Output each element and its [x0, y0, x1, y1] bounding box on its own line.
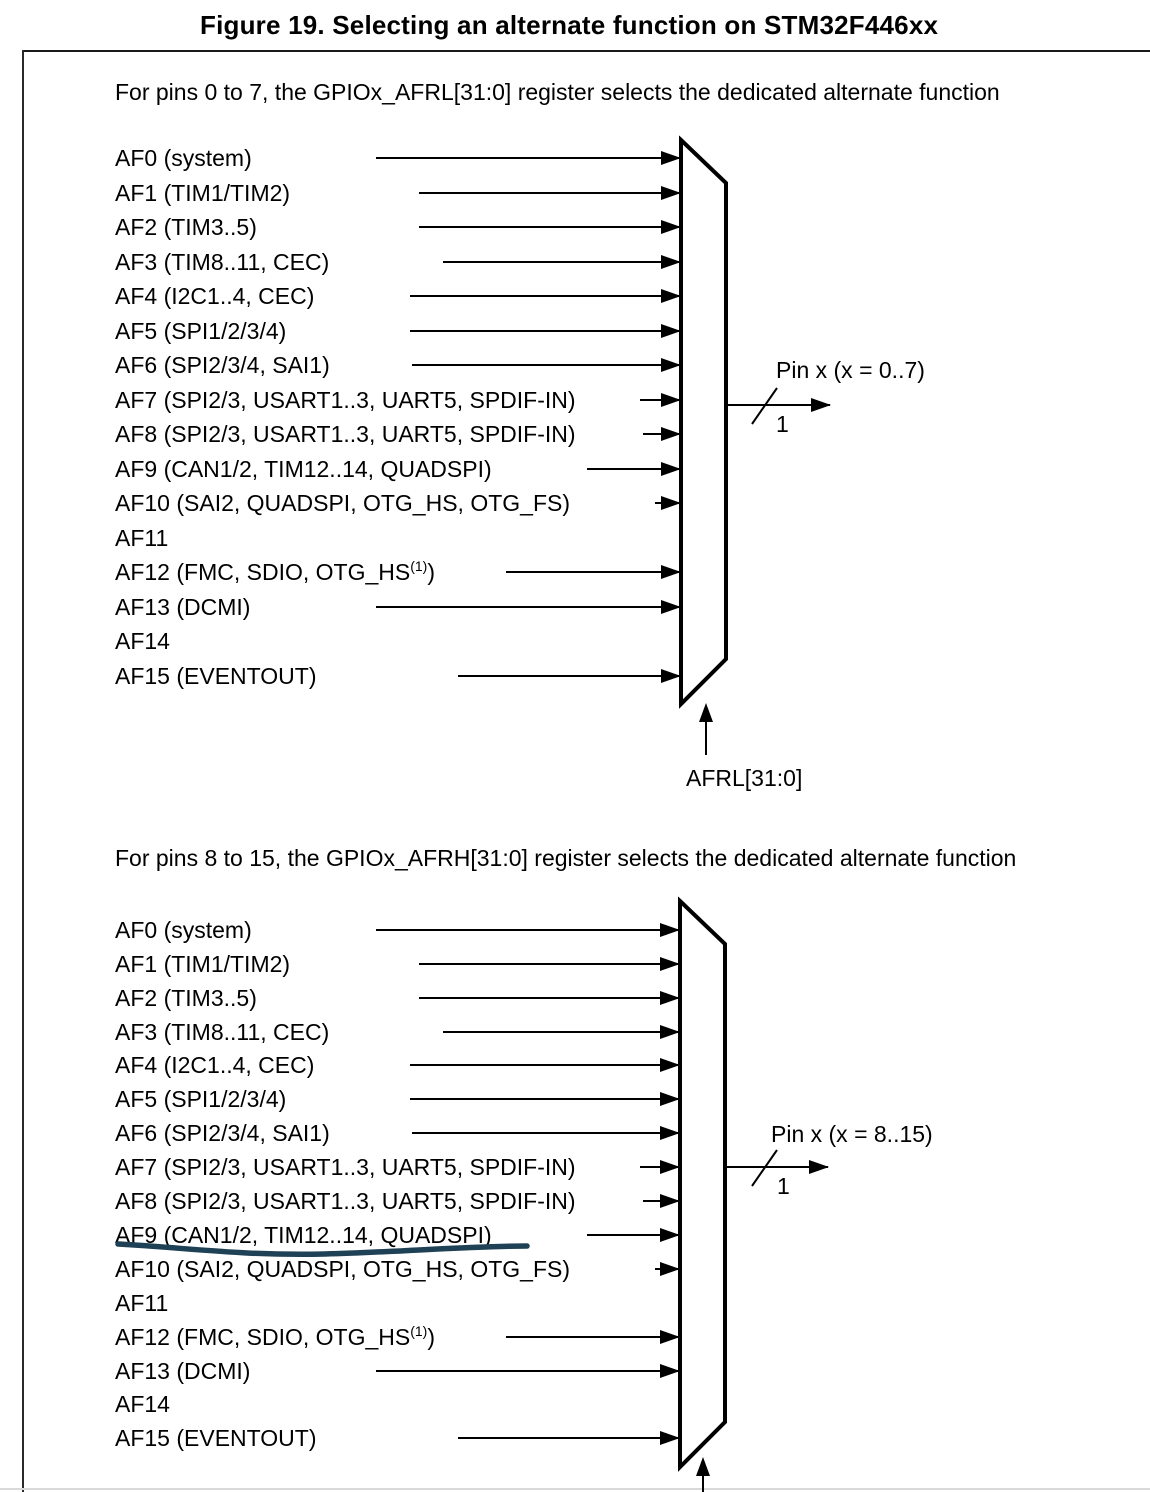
- af-label: AF9 (CAN1/2, TIM12..14, QUADSPI): [115, 456, 492, 482]
- af-label: AF12 (FMC, SDIO, OTG_HS: [115, 1324, 411, 1350]
- af-label: AF14: [115, 1391, 170, 1417]
- af-row: AF7 (SPI2/3, USART1..3, UART5, SPDIF-IN): [115, 385, 576, 415]
- af-label: AF3 (TIM8..11, CEC): [115, 1019, 330, 1045]
- af-label: AF5 (SPI1/2/3/4): [115, 318, 287, 344]
- af-label: ): [427, 1324, 436, 1350]
- mux-2: [678, 896, 727, 1472]
- af-label: AF12 (FMC, SDIO, OTG_HS: [115, 559, 411, 585]
- af-label: AF4 (I2C1..4, CEC): [115, 283, 315, 309]
- af12-footnote-superscript: (1): [410, 558, 428, 574]
- af-label: AF5 (SPI1/2/3/4): [115, 1086, 287, 1112]
- af-label: AF1 (TIM1/TIM2): [115, 180, 291, 206]
- af-label: AF7 (SPI2/3, USART1..3, UART5, SPDIF-IN): [115, 1154, 576, 1180]
- af-label: AF8 (SPI2/3, USART1..3, UART5, SPDIF-IN): [115, 421, 576, 447]
- af-row: AF8 (SPI2/3, USART1..3, UART5, SPDIF-IN): [115, 419, 576, 449]
- af-label: ): [427, 559, 436, 585]
- af-row: AF13 (DCMI): [115, 592, 250, 622]
- af-row: AF6 (SPI2/3/4, SAI1): [115, 1118, 330, 1148]
- af-label: AF4 (I2C1..4, CEC): [115, 1052, 315, 1078]
- select-arrow-1: [699, 703, 713, 755]
- af-label: AF10 (SAI2, QUADSPI, OTG_HS, OTG_FS): [115, 490, 570, 516]
- af-label: AF2 (TIM3..5): [115, 985, 257, 1011]
- af-label: AF9 (CAN1/2, TIM12..14, QUADSPI): [115, 1222, 492, 1248]
- af-label: AF11: [115, 525, 169, 551]
- af-row: AF12 (FMC, SDIO, OTG_HS(1)): [115, 1322, 435, 1352]
- af-row: AF2 (TIM3..5): [115, 983, 257, 1013]
- input-arrows-1: [376, 151, 681, 683]
- af-row: AF4 (I2C1..4, CEC): [115, 281, 314, 311]
- af-row: AF12 (FMC, SDIO, OTG_HS(1)): [115, 557, 435, 587]
- af-row: AF9 (CAN1/2, TIM12..14, QUADSPI): [115, 454, 492, 484]
- af-label: AF13 (DCMI): [115, 594, 251, 620]
- af-label: AF7 (SPI2/3, USART1..3, UART5, SPDIF-IN): [115, 387, 576, 413]
- af-label: AF15 (EVENTOUT): [115, 1425, 317, 1451]
- af-row: AF11: [115, 1288, 168, 1318]
- af-label: AF2 (TIM3..5): [115, 214, 257, 240]
- af-label: AF14: [115, 628, 170, 654]
- figure-title: Figure 19. Selecting an alternate functi…: [200, 10, 939, 40]
- select-arrow-2: [696, 1457, 710, 1492]
- af-row: AF10 (SAI2, QUADSPI, OTG_HS, OTG_FS): [115, 488, 570, 518]
- register-label-afrl: AFRL[31:0]: [686, 765, 803, 791]
- af-label: AF0 (system): [115, 145, 252, 171]
- af-row: AF14: [115, 1389, 170, 1419]
- af-row: AF14: [115, 626, 170, 656]
- af-row: AF9 (CAN1/2, TIM12..14, QUADSPI): [115, 1220, 492, 1250]
- af-row: AF2 (TIM3..5): [115, 212, 257, 242]
- af-row: AF0 (system): [115, 143, 252, 173]
- af-label: AF6 (SPI2/3/4, SAI1): [115, 352, 330, 378]
- af-row: AF6 (SPI2/3/4, SAI1): [115, 350, 330, 380]
- bus-width-label: 1: [777, 1173, 790, 1199]
- section2-intro: For pins 8 to 15, the GPIOx_AFRH[31:0] r…: [115, 845, 1017, 871]
- af-label: AF8 (SPI2/3, USART1..3, UART5, SPDIF-IN): [115, 1188, 576, 1214]
- af-row: AF3 (TIM8..11, CEC): [115, 1017, 329, 1047]
- af-label: AF13 (DCMI): [115, 1358, 251, 1384]
- af-label: AF0 (system): [115, 917, 252, 943]
- af-row: AF10 (SAI2, QUADSPI, OTG_HS, OTG_FS): [115, 1254, 570, 1284]
- af-label: AF3 (TIM8..11, CEC): [115, 249, 330, 275]
- af-row: AF1 (TIM1/TIM2): [115, 949, 290, 979]
- af-row: AF11: [115, 523, 168, 553]
- af-row: AF3 (TIM8..11, CEC): [115, 247, 329, 277]
- figure-box-bottom-edge: [0, 1488, 1150, 1490]
- figure-box-left-border: [22, 50, 24, 1492]
- bus-width-label: 1: [776, 411, 789, 437]
- af-label: AF6 (SPI2/3/4, SAI1): [115, 1120, 330, 1146]
- af-row: AF5 (SPI1/2/3/4): [115, 316, 286, 346]
- af-label: AF1 (TIM1/TIM2): [115, 951, 291, 977]
- af-row: AF4 (I2C1..4, CEC): [115, 1050, 314, 1080]
- mux-1: [679, 135, 728, 709]
- af-row: AF1 (TIM1/TIM2): [115, 178, 290, 208]
- af-label: AF11: [115, 1290, 169, 1316]
- af-row: AF0 (system): [115, 915, 252, 945]
- af-row: AF8 (SPI2/3, USART1..3, UART5, SPDIF-IN): [115, 1186, 576, 1216]
- af-label: AF10 (SAI2, QUADSPI, OTG_HS, OTG_FS): [115, 1256, 570, 1282]
- af-row: AF5 (SPI1/2/3/4): [115, 1084, 286, 1114]
- af-row: AF15 (EVENTOUT): [115, 661, 317, 691]
- input-arrows-2: [376, 923, 680, 1445]
- title-separator-rule: [22, 50, 1150, 52]
- af-row: AF7 (SPI2/3, USART1..3, UART5, SPDIF-IN): [115, 1152, 576, 1182]
- pin-output-label: Pin x (x = 0..7): [776, 357, 925, 383]
- af12-footnote-superscript: (1): [410, 1323, 428, 1339]
- af-label: AF15 (EVENTOUT): [115, 663, 317, 689]
- pin-output-label: Pin x (x = 8..15): [771, 1121, 933, 1147]
- af-row: AF13 (DCMI): [115, 1356, 250, 1386]
- section1-intro: For pins 0 to 7, the GPIOx_AFRL[31:0] re…: [115, 79, 1000, 105]
- af-row: AF15 (EVENTOUT): [115, 1423, 317, 1453]
